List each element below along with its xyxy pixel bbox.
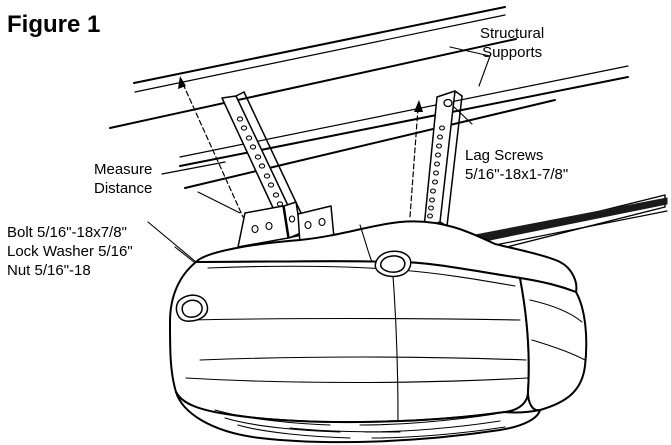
lag-screws-label-line-2: 5/16"-18x1-7/8" xyxy=(465,166,569,183)
lag-screws-label-line-1: Lag Screws xyxy=(465,147,544,164)
measure-distance-label-line-1: Measure xyxy=(94,161,153,178)
leader-lines xyxy=(147,46,491,263)
arrow-head-right xyxy=(414,100,423,112)
structural-supports-label: Structural Supports xyxy=(480,24,544,62)
opener-rail xyxy=(469,194,668,256)
opener-motor-unit xyxy=(169,220,588,444)
measure-distance-label-line-2: Distance xyxy=(94,180,153,197)
figure-title: Figure 1 xyxy=(7,11,101,38)
structural-supports-label-line-1: Structural xyxy=(480,25,545,42)
measure-distance-label: Measure Distance xyxy=(94,160,152,198)
hardware-label: Bolt 5/16"-18x7/8" Lock Washer 5/16" Nut… xyxy=(7,223,133,280)
left-light-lens xyxy=(175,294,209,322)
nut-label: Nut 5/16"-18 xyxy=(7,262,91,279)
arrow-head-left xyxy=(178,76,186,89)
structural-supports-label-line-2: Supports xyxy=(482,44,543,61)
lag-screws-label: Lag Screws 5/16"-18x1-7/8" xyxy=(465,146,568,184)
bolt-label: Bolt 5/16"-18x7/8" xyxy=(7,224,127,241)
right-hanging-bracket xyxy=(423,90,463,229)
dashed-arrows xyxy=(182,83,419,218)
lock-washer-label: Lock Washer 5/16" xyxy=(7,243,133,260)
mounting-plates xyxy=(237,201,335,248)
right-light-lens xyxy=(374,250,412,278)
